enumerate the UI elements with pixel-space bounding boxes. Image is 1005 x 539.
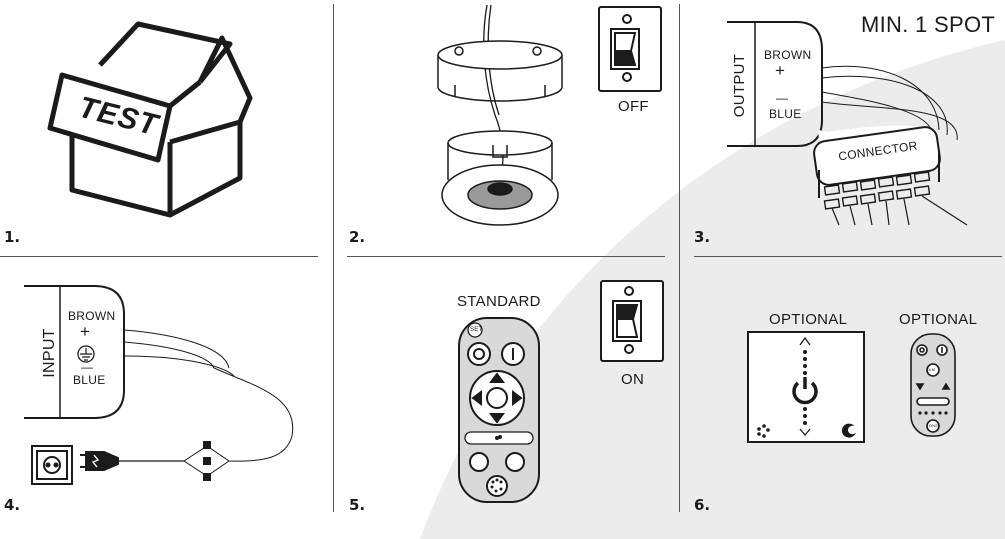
optional-remote-illustration: [910, 333, 956, 437]
output-label: OUTPUT: [731, 53, 749, 118]
wall-switch-off-icon: [598, 6, 662, 92]
input-minus-sign: —: [81, 360, 94, 374]
wall-switch-on-icon: [600, 280, 664, 362]
test-box-illustration: [47, 21, 253, 218]
remote-dim-label: DIM: [927, 367, 936, 372]
divider-horizontal-left: [0, 256, 318, 257]
input-driver-illustration: [24, 285, 294, 485]
input-brown-label: BROWN: [68, 309, 116, 323]
input-blue-label: BLUE: [73, 373, 106, 387]
remote-zone-label: ZONE: [926, 423, 939, 428]
divider-horizontal-middle: [347, 256, 665, 257]
recessed-spot-illustration: [437, 4, 563, 226]
step-number-2: 2.: [349, 228, 366, 246]
step-number-1: 1.: [4, 228, 21, 246]
input-label: INPUT: [40, 328, 58, 378]
optional-remote-label: OPTIONAL: [899, 311, 978, 328]
divider-vertical-2: [679, 4, 680, 512]
optional-panel-label: OPTIONAL: [769, 311, 848, 328]
output-driver-illustration: [727, 21, 968, 226]
optional-wall-panel-illustration: [747, 331, 865, 443]
step-number-3: 3.: [694, 228, 711, 246]
standard-remote-label: STANDARD: [457, 293, 541, 310]
switch-on-label: ON: [621, 371, 645, 388]
divider-vertical-1: [333, 4, 334, 512]
output-brown-label: BROWN: [764, 48, 812, 62]
divider-horizontal-right: [694, 256, 1002, 257]
switch-off-label: OFF: [618, 98, 649, 115]
min-spot-heading: MIN. 1 SPOT: [861, 12, 996, 37]
output-minus-sign: —: [776, 91, 789, 105]
remote-set-label: SET: [470, 327, 483, 333]
input-plus-sign: +: [80, 322, 91, 341]
step-number-6: 6.: [694, 496, 711, 514]
standard-remote-illustration: [458, 317, 540, 503]
output-blue-label: BLUE: [769, 107, 802, 121]
step-number-5: 5.: [349, 496, 366, 514]
step-number-4: 4.: [4, 496, 21, 514]
output-plus-sign: +: [775, 61, 786, 80]
